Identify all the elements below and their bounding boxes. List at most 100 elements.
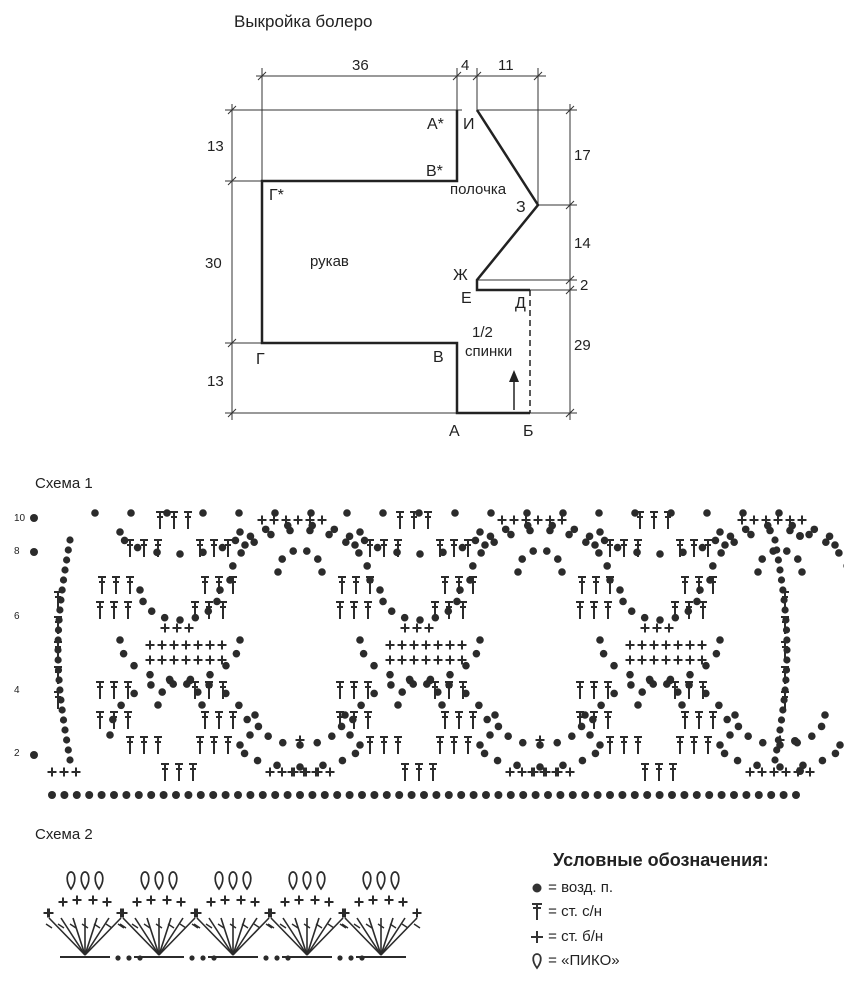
chain-stitch-dot [346,731,354,739]
double-crochet-symbol [215,711,223,729]
chain-stitch-dot [591,541,599,549]
double-crochet-symbol [156,511,164,529]
double-crochet-symbol [606,576,614,594]
chain-stitch-dot [376,586,384,594]
fan-stitch-bar [167,923,175,929]
chain-stitch-dot [523,509,531,517]
fan-stitch-line [294,917,308,956]
row-number-8: 8 [14,546,20,557]
chain-stitch-dot [481,541,489,549]
chain-stitch-dot [767,791,776,799]
legend-item-dc: = ст. с/н [530,903,602,921]
chain-stitch-dot [666,675,675,684]
chain-stitch-dot [825,532,834,541]
chain-stitch-dot [351,541,359,549]
chain-stitch-dot [739,509,747,517]
single-crochet-plus [236,895,246,905]
chain-stitch-dot [716,636,724,644]
double-crochet-symbol [634,736,642,754]
chain-stitch-dot [734,722,743,731]
chain-stitch-dot [716,528,724,536]
single-crochet-plus [797,515,807,525]
chain-stitch-dot [57,696,65,704]
chain-stitch-dot [523,521,532,530]
point-i: И [463,116,475,133]
chain-stitch-dot [55,676,63,684]
chain-stitch-dot [133,543,142,552]
chain-stitch-dot [370,661,378,670]
chain-stitch-dot [775,509,783,517]
chain-stitch-dot [54,666,63,674]
fan-stitch-line [282,917,308,956]
chain-stitch-dot [237,549,245,557]
chain-stitch-dot [342,538,350,547]
chain-stitch-dot [253,756,262,765]
fan-stitch-line [84,917,110,956]
double-crochet-symbol [96,601,104,619]
fan-stitch-bar [339,923,347,929]
single-crochet-plus [539,767,549,777]
dim-11: 11 [498,57,514,74]
chain-stitch-dot [261,525,270,534]
double-crochet-symbol [364,601,372,619]
single-crochet-plus [145,640,155,650]
fan-stitch-bar [229,923,237,929]
chain-stitch-dot [720,749,729,758]
chain-stitch-dot [394,701,402,709]
chain-stitch-dot [213,597,221,606]
double-crochet-symbol [415,763,423,781]
chain-stitch-dot [783,636,791,644]
double-crochet-symbol [459,681,467,699]
fan-stitch-line [270,917,308,956]
double-crochet-symbol [380,539,388,557]
chain-stitch-dot [222,661,230,670]
chain-stitch-dot [591,749,600,758]
chain-stitch-dot [330,525,339,534]
chain-stitch-dot [264,732,272,741]
double-crochet-symbol [669,763,677,781]
part-spinki: спинки [465,343,512,360]
chain-stitch-dot [373,543,382,552]
fan-stitch-line [220,917,234,956]
double-crochet-symbol [161,763,169,781]
double-crochet-symbol [695,711,703,729]
single-crochet-plus [737,515,747,525]
chain-stitch-dot [631,509,639,517]
chain-stitch-dot [684,607,693,616]
chain-stitch-dot [777,576,786,584]
fan-stitch-line [380,917,418,956]
chain-stitch-dot [782,666,791,674]
chain-stitch-dot [480,749,489,758]
dim-36: 36 [352,57,369,74]
chain-stitch-dot [599,649,608,658]
chain-stitch-dot [779,586,787,594]
fan-stitch-line [48,917,86,956]
chain-stitch-dot [446,670,454,679]
chain-stitch-dot [618,791,627,799]
double-crochet-symbol [210,539,218,557]
chain-stitch-dot [821,711,829,719]
single-crochet-plus [409,640,419,650]
single-crochet-plus [649,655,659,665]
double-crochet-symbol [336,601,344,619]
single-crochet-plus [445,655,455,665]
chain-stitch-dot [781,606,789,614]
chain-stitch-dot [308,521,317,530]
double-crochet-symbol [201,711,209,729]
chain-stitch-dot [235,701,243,710]
double-crochet-symbol [224,539,232,557]
chain-stitch-dot [792,791,800,799]
schema1-label: Схема 1 [35,475,93,492]
chain-stitch-dot [548,521,557,530]
double-crochet-symbol [140,736,148,754]
fan-stitch-bar [143,923,151,929]
chain-stitch-dot [782,676,790,684]
single-crochet-plus [88,895,98,905]
chain-stitch-dot [250,538,258,547]
double-crochet-symbol [352,576,360,594]
single-crochet-plus [206,897,216,907]
double-crochet-symbol [592,576,600,594]
double-crochet-symbol [450,736,458,754]
chain-stitch-dot [779,706,787,714]
